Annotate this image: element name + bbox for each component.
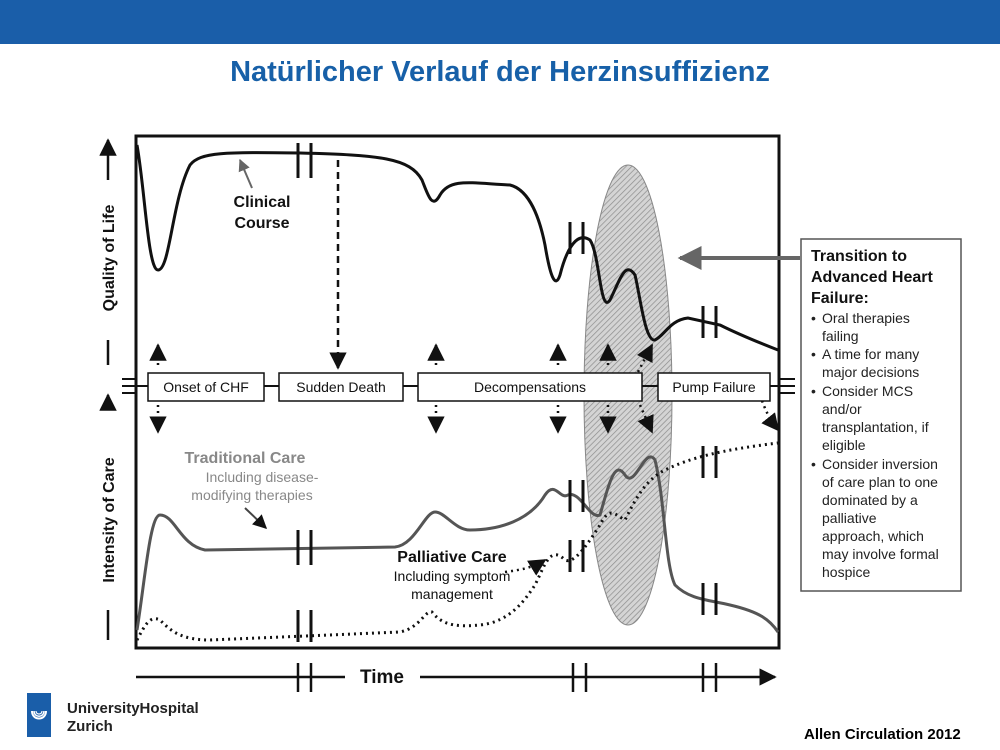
traditional-care-title: Traditional Care bbox=[185, 450, 306, 467]
bullet-2-line-1: A time for many bbox=[822, 346, 919, 362]
traditional-care-curve bbox=[135, 455, 780, 633]
transition-box bbox=[800, 238, 962, 592]
bullet-4-line-3: dominated by a bbox=[822, 492, 918, 508]
bullet-4-line-7: hospice bbox=[822, 564, 870, 580]
phase-label-decompensations: Decompensations bbox=[474, 379, 586, 395]
university-hospital-logo-icon bbox=[27, 693, 51, 737]
transition-title-3: Failure: bbox=[811, 290, 869, 307]
svg-text:•: • bbox=[811, 346, 816, 362]
institution-name-line-1: UniversityHospital bbox=[67, 700, 199, 717]
x-axis-label-time: Time bbox=[360, 667, 404, 688]
svg-text:•: • bbox=[811, 456, 816, 472]
y-axis-label-quality: Quality of Life bbox=[101, 205, 118, 312]
phase-box-onset bbox=[147, 372, 265, 402]
phase-boxes bbox=[147, 372, 771, 402]
bullet-3-line-4: eligible bbox=[822, 437, 866, 453]
palliative-care-title: Palliative Care bbox=[397, 549, 507, 566]
svg-text:•: • bbox=[811, 310, 816, 326]
bullet-2-line-2: major decisions bbox=[822, 364, 919, 380]
slide-title: Natürlicher Verlauf der Herzinsuffizienz bbox=[230, 56, 770, 88]
bullet-3-line-2: and/or bbox=[822, 401, 862, 417]
phase-label-sudden-death: Sudden Death bbox=[296, 379, 386, 395]
transition-bullets: • Oral therapies failing • A time for ma… bbox=[811, 310, 939, 580]
traditional-care-pointer bbox=[244, 507, 268, 529]
bullet-4-line-2: of care plan to one bbox=[822, 474, 938, 490]
bullet-4-line-6: may involve formal bbox=[822, 546, 939, 562]
transition-title-1: Transition to bbox=[811, 248, 907, 265]
clinical-course-pointer bbox=[238, 158, 253, 189]
bullet-4-line-4: palliative bbox=[822, 510, 877, 526]
phase-box-sudden-death bbox=[278, 372, 404, 402]
clinical-course-label-2: Course bbox=[234, 215, 289, 232]
bullet-3-line-3: transplantation, if bbox=[822, 419, 929, 435]
dotted-double-arrows bbox=[149, 343, 654, 434]
phase-label-onset: Onset of CHF bbox=[163, 379, 249, 395]
palliative-care-sub-1: Including symptom bbox=[394, 568, 511, 584]
bullet-4-line-5: approach, which bbox=[822, 528, 924, 544]
phase-box-pump-failure bbox=[657, 372, 771, 402]
palliative-care-sub-2: management bbox=[411, 586, 493, 602]
phase-box-decompensations bbox=[417, 372, 643, 402]
time-axis bbox=[136, 663, 777, 692]
institution-name: UniversityHospital Zurich bbox=[67, 700, 199, 736]
clinical-course-curve bbox=[135, 144, 779, 352]
palliative-care-curve bbox=[135, 441, 779, 642]
bullet-3-line-1: Consider MCS bbox=[822, 383, 913, 399]
axis-break-marks bbox=[296, 143, 718, 642]
pump-failure-dotted bbox=[758, 394, 780, 432]
phase-label-pump-failure: Pump Failure bbox=[672, 379, 755, 395]
bullet-4-line-1: Consider inversion bbox=[822, 456, 938, 472]
bullet-1-line-1: Oral therapies bbox=[822, 310, 910, 326]
clinical-course-label-1: Clinical bbox=[234, 194, 291, 211]
bullet-1-line-2: failing bbox=[822, 328, 859, 344]
citation: Allen Circulation 2012 bbox=[804, 726, 961, 743]
traditional-care-sub-1: Including disease- bbox=[206, 469, 319, 485]
y-axis-label-intensity: Intensity of Care bbox=[101, 457, 118, 582]
transition-title-2: Advanced Heart bbox=[811, 269, 933, 286]
traditional-care-sub-2: modifying therapies bbox=[191, 487, 312, 503]
institution-name-line-2: Zurich bbox=[67, 718, 113, 735]
svg-text:•: • bbox=[811, 383, 816, 399]
header-bar bbox=[0, 0, 1000, 44]
